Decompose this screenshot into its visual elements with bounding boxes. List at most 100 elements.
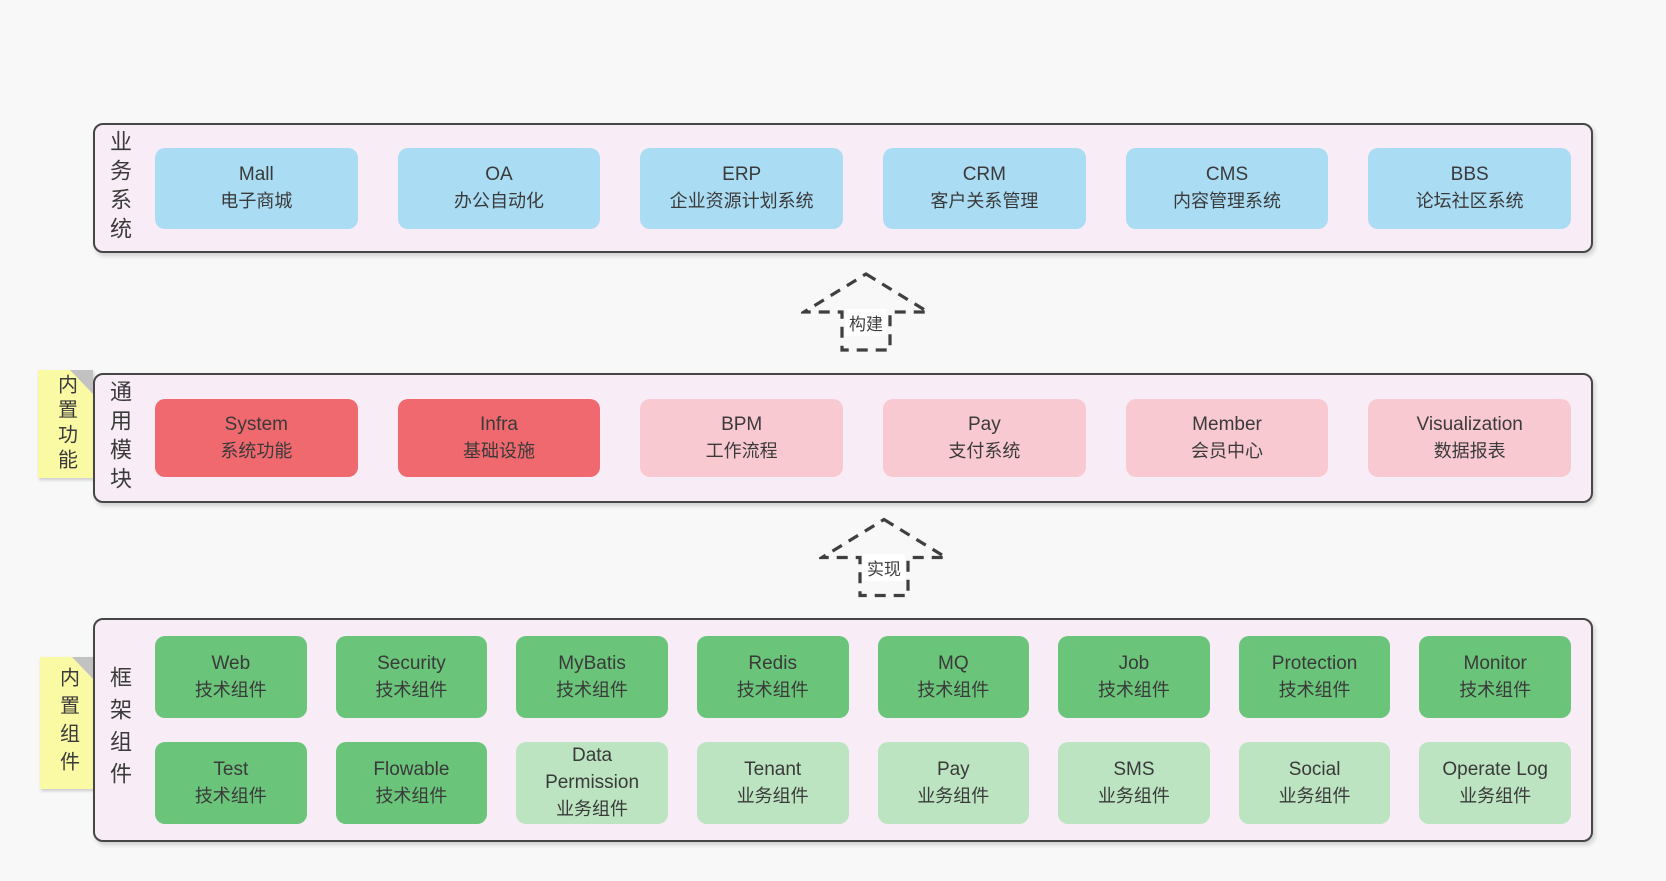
layer-framework-components: 框架组件 Web 技术组件 Security 技术组件 MyBatis 技术组件… [93,618,1593,842]
box-flowable: Flowable 技术组件 [335,742,488,824]
box-name: Visualization [1416,413,1523,435]
box-mq: MQ 技术组件 [877,636,1030,718]
box-desc: 业务组件 [736,785,809,806]
box-name: CRM [962,163,1006,185]
tag-built-in-features-label: 内置功能 [54,374,77,474]
box-name: Member [1192,413,1262,435]
box-name: Data Permission [545,745,640,794]
box-desc: 技术组件 [917,679,990,700]
box-desc: 电子商城 [220,190,293,211]
box-name: Mall [238,163,274,185]
box-name: Job [1118,652,1150,674]
box-cms: CMS 内容管理系统 [1125,147,1329,229]
box-name: ERP [722,163,762,185]
box-name: MQ [938,652,969,674]
box-bbs: BBS 论坛社区系统 [1368,147,1572,229]
box-desc: 企业资源计划系统 [669,190,814,211]
box-oa: OA 办公自动化 [397,147,601,229]
box-name: SMS [1113,758,1155,780]
framework-components-row-2: Test 技术组件 Flowable 技术组件 Data Permission … [155,742,1571,824]
layer-common-modules: 通用模块 System 系统功能 Infra 基础设施 BPM 工作流程 Pay… [93,373,1593,503]
box-desc: 技术组件 [736,679,809,700]
box-name: Pay [936,758,970,780]
tag-built-in-components-label: 内置组件 [56,667,79,779]
box-name: CMS [1205,163,1249,185]
box-desc: 业务组件 [1278,785,1351,806]
box-desc: 系统功能 [220,440,293,461]
box-test: Test 技术组件 [155,742,307,824]
box-mall: Mall 电子商城 [155,147,358,229]
box-desc: 工作流程 [705,440,778,461]
box-name: Tenant [744,758,802,780]
box-system: System 系统功能 [155,399,358,477]
box-operate-log: Operate Log 业务组件 [1419,742,1571,824]
dashed-up-arrow-icon [819,517,949,598]
box-monitor: Monitor 技术组件 [1419,636,1571,718]
box-desc: 会员中心 [1191,440,1264,461]
box-desc: 客户关系管理 [930,190,1039,211]
box-name: Monitor [1463,652,1527,674]
layer-common-modules-label: 通用模块 [107,380,132,496]
arrow-implement-label: 实现 [863,554,905,581]
framework-components-grid: Web 技术组件 Security 技术组件 MyBatis 技术组件 Redi… [155,620,1591,840]
box-name: BBS [1450,163,1489,185]
box-redis: Redis 技术组件 [696,636,849,718]
box-desc: 内容管理系统 [1173,190,1282,211]
box-web: Web 技术组件 [155,636,307,718]
box-crm: CRM 客户关系管理 [883,147,1086,229]
box-desc: 业务组件 [556,799,629,820]
box-desc: 业务组件 [1097,785,1170,806]
box-infra: Infra 基础设施 [397,399,601,477]
arrow-build: 构建 [801,272,931,352]
box-erp: ERP 企业资源计划系统 [640,147,844,229]
box-bpm: BPM 工作流程 [640,399,844,477]
box-name: Security [377,652,446,674]
box-social: Social 业务组件 [1238,742,1391,824]
business-systems-boxes: Mall 电子商城 OA 办公自动化 ERP 企业资源计划系统 CRM 客户关系… [155,125,1591,251]
box-name: Social [1288,758,1341,780]
layer-framework-components-label: 框架组件 [107,666,132,794]
box-name: System [224,413,289,435]
box-pay-module: Pay 支付系统 [883,399,1086,477]
box-name: Infra [479,413,519,435]
box-name: Web [211,652,251,674]
box-mybatis: MyBatis 技术组件 [516,636,668,718]
box-name: BPM [721,413,763,435]
box-security: Security 技术组件 [335,636,488,718]
box-name: Protection [1271,652,1358,674]
box-data-permission: Data Permission 业务组件 [516,742,668,824]
box-tenant: Tenant 业务组件 [696,742,849,824]
box-desc: 业务组件 [1459,785,1532,806]
box-desc: 技术组件 [375,785,448,806]
box-name: OA [485,163,513,185]
box-desc: 数据报表 [1433,440,1506,461]
dashed-up-arrow-icon [801,272,931,352]
box-desc: 技术组件 [375,679,448,700]
box-desc: 技术组件 [194,785,267,806]
box-pay-component: Pay 业务组件 [877,742,1030,824]
box-desc: 技术组件 [1278,679,1351,700]
box-member: Member 会员中心 [1125,399,1329,477]
box-desc: 技术组件 [1097,679,1170,700]
common-modules-boxes: System 系统功能 Infra 基础设施 BPM 工作流程 Pay 支付系统… [155,375,1591,501]
box-desc: 支付系统 [948,440,1021,461]
box-sms: SMS 业务组件 [1058,742,1210,824]
box-desc: 技术组件 [556,679,629,700]
box-visualization: Visualization 数据报表 [1368,399,1572,477]
box-name: Operate Log [1442,758,1548,780]
box-desc: 论坛社区系统 [1415,190,1524,211]
box-name: Flowable [373,758,450,780]
box-protection: Protection 技术组件 [1238,636,1391,718]
box-desc: 技术组件 [1459,679,1532,700]
tag-built-in-features: 内置功能 [38,370,93,478]
framework-components-row-1: Web 技术组件 Security 技术组件 MyBatis 技术组件 Redi… [155,636,1571,718]
layer-business-systems: 业务系统 Mall 电子商城 OA 办公自动化 ERP 企业资源计划系统 CRM… [93,123,1593,253]
box-name: Redis [748,652,797,674]
box-desc: 业务组件 [917,785,990,806]
box-name: MyBatis [558,652,626,674]
tag-built-in-components: 内置组件 [40,657,95,789]
box-name: Test [213,758,249,780]
box-name: Pay [967,413,1001,435]
arrow-build-label: 构建 [845,309,887,336]
box-desc: 基础设施 [463,440,535,461]
